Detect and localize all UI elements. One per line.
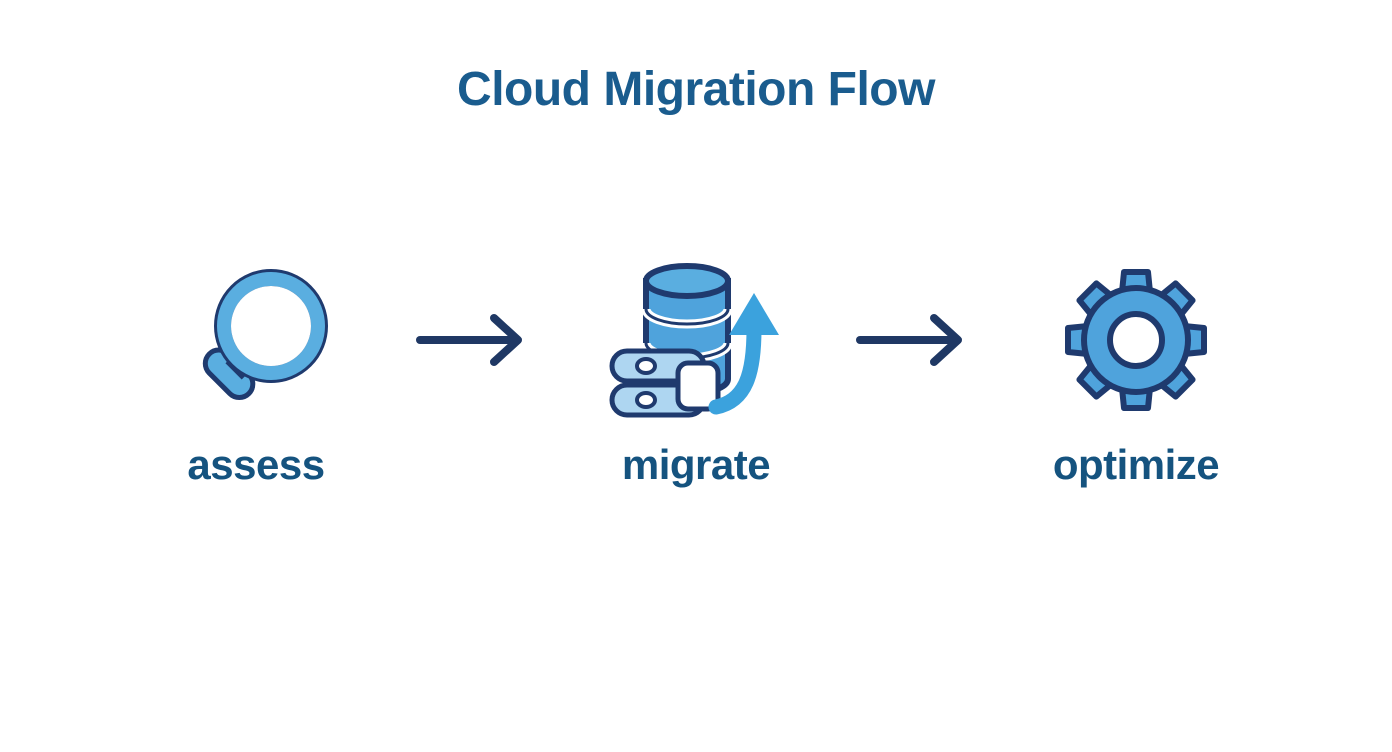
flow-step-label-optimize: optimize — [1052, 441, 1220, 488]
flow-step-assess[interactable]: assess — [136, 255, 376, 489]
page-title: Cloud Migration Flow — [457, 63, 935, 116]
arrow-right-icon — [816, 255, 1016, 425]
arrow-right-icon — [376, 255, 576, 425]
gear-icon — [1061, 255, 1211, 425]
flow-step-migrate[interactable]: migrate — [576, 255, 816, 489]
flow-step-optimize[interactable]: optimize — [1016, 255, 1256, 489]
magnifier-icon — [176, 255, 336, 425]
flow-step-label-assess: assess — [187, 441, 325, 488]
flow-step-label-migrate: migrate — [621, 441, 771, 488]
database-migration-icon — [604, 255, 789, 425]
flow-row: assess — [0, 255, 1392, 525]
